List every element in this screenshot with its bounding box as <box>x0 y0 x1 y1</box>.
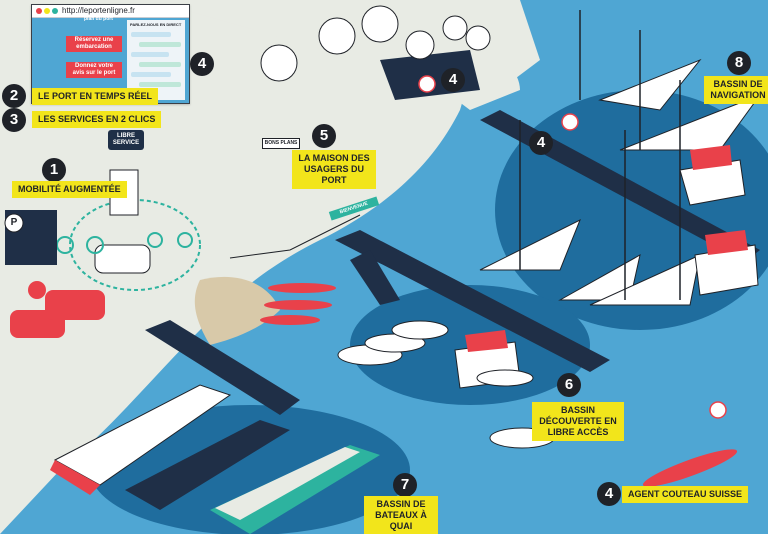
minimize-dot-icon <box>44 8 50 14</box>
callout-label-decouverte: BASSIN DÉCOUVERTE EN LIBRE ACCÈS <box>532 402 624 441</box>
callout-label-navigation: BASSIN DE NAVIGATION <box>704 76 768 104</box>
website-mockup: http://leportenligne.fr plan du port Rés… <box>31 4 190 104</box>
callout-number-4-house: 4 <box>441 68 465 92</box>
callout-number-8: 8 <box>727 51 751 75</box>
maximize-dot-icon <box>52 8 58 14</box>
reserve-boat-button[interactable]: Réservez une embarcation <box>66 36 122 52</box>
site-header-fragment: plan du port <box>84 16 113 22</box>
libre-service-sign: LIBRE SERVICE <box>108 130 144 150</box>
callout-label-quai: BASSIN DE BATEAUX À QUAI <box>364 496 438 534</box>
pier-middle <box>335 230 610 372</box>
callout-number-3: 3 <box>2 108 26 132</box>
live-chat-panel: PARLEZ-NOUS EN DIRECT <box>127 20 185 100</box>
beach <box>194 276 280 345</box>
callout-label-temps-reel: LE PORT EN TEMPS RÉEL <box>32 88 159 105</box>
callout-label-maison: LA MAISON DES USAGERS DU PORT <box>292 150 376 189</box>
callout-number-7: 7 <box>393 473 417 497</box>
callout-label-mobilite: MOBILITÉ AUGMENTÉE <box>12 181 127 198</box>
callout-label-services: LES SERVICES EN 2 CLICS <box>32 111 162 128</box>
callout-number-4-web: 4 <box>190 52 214 76</box>
callout-number-6: 6 <box>557 373 581 397</box>
give-review-button[interactable]: Donnez votre avis sur le port <box>66 62 122 78</box>
callout-label-agent: AGENT COUTEAU SUISSE <box>622 486 749 503</box>
browser-url: http://leportenligne.fr <box>62 6 135 15</box>
browser-address-bar: http://leportenligne.fr <box>32 5 189 18</box>
callout-number-4-agent: 4 <box>597 482 621 506</box>
close-dot-icon <box>36 8 42 14</box>
bons-plans-sign: BONS PLANS <box>262 138 300 149</box>
pier-south <box>145 320 300 415</box>
parking-sign: P <box>10 217 18 228</box>
callout-number-5: 5 <box>312 124 336 148</box>
callout-number-1: 1 <box>42 158 66 182</box>
callout-number-4-pier: 4 <box>529 131 553 155</box>
callout-number-2: 2 <box>2 84 26 108</box>
live-chat-title: PARLEZ-NOUS EN DIRECT <box>130 22 182 27</box>
